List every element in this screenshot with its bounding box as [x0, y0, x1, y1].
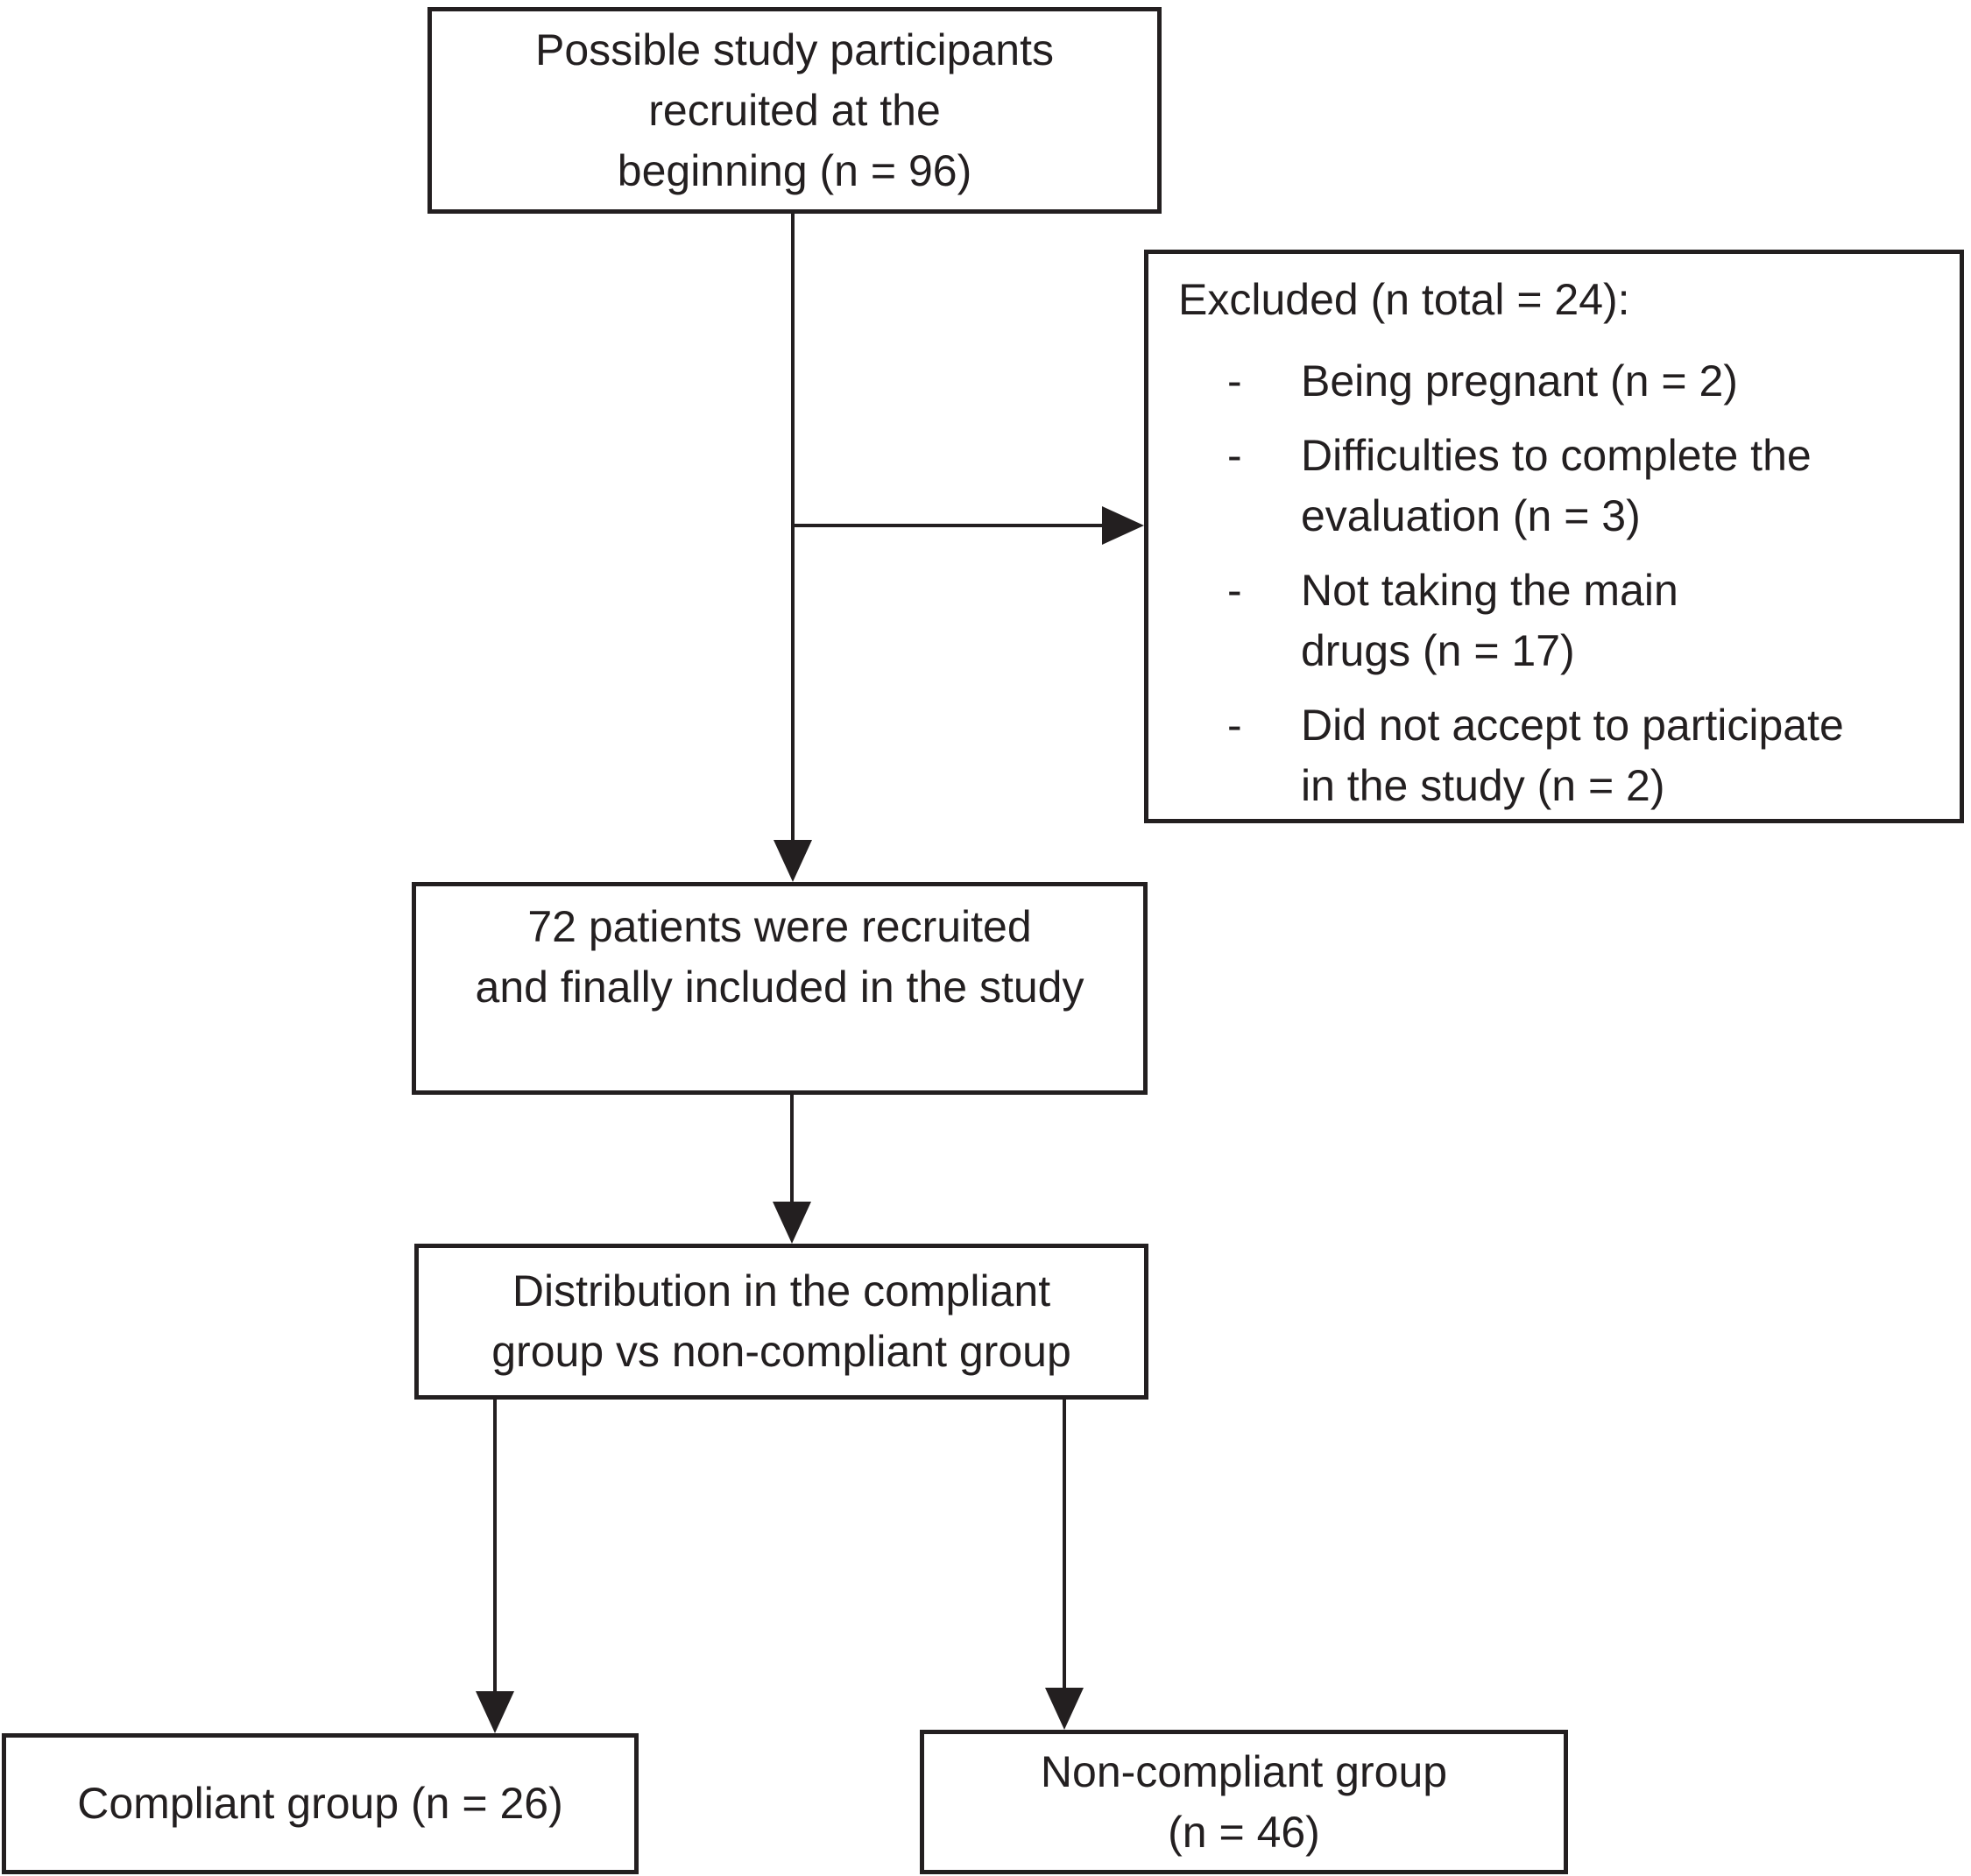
excluded-item-pregnant: - Being pregnant (n = 2) [1178, 351, 1942, 412]
excluded-item-text: Did not accept to participate in the stu… [1301, 701, 1844, 810]
arrow-distribution-to-compliant-head [476, 1691, 514, 1733]
arrow-included-to-distribution-head [773, 1202, 811, 1244]
arrow-recruited-to-included-line [791, 214, 795, 842]
arrow-branch-to-excluded-line [791, 524, 1102, 527]
arrow-distribution-to-noncompliant-line [1063, 1400, 1066, 1689]
arrow-recruited-to-included-head [774, 840, 812, 882]
arrow-branch-to-excluded-head [1102, 506, 1144, 545]
compliant-group-text: Compliant group (n = 26) [77, 1779, 563, 1828]
excluded-item-did-not-accept: - Did not accept to participate in the s… [1178, 695, 1942, 816]
excluded-content: Excluded (n total = 24): - Being pregnan… [1178, 270, 1942, 830]
excluded-item-not-taking-drugs: - Not taking the main drugs (n = 17) [1178, 561, 1942, 681]
bullet-dash: - [1227, 701, 1242, 750]
recruited-participants-text: Possible study participants recruited at… [535, 25, 1054, 195]
included-patients-box: 72 patients were recruited and finally i… [412, 882, 1148, 1095]
compliant-group-box: Compliant group (n = 26) [2, 1733, 639, 1874]
noncompliant-group-text: Non-compliant group (n = 46) [1040, 1746, 1448, 1857]
excluded-item-text: Not taking the main drugs (n = 17) [1301, 566, 1678, 675]
arrow-distribution-to-compliant-line [493, 1400, 497, 1693]
arrow-distribution-to-noncompliant-head [1045, 1688, 1084, 1730]
excluded-item-text: Difficulties to complete the evaluation … [1301, 431, 1812, 540]
distribution-text: Distribution in the compliant group vs n… [491, 1266, 1071, 1376]
included-patients-text: 72 patients were recruited and finally i… [475, 902, 1084, 1012]
bullet-dash: - [1227, 566, 1242, 615]
noncompliant-group-box: Non-compliant group (n = 46) [920, 1730, 1568, 1874]
recruited-participants-box: Possible study participants recruited at… [427, 7, 1162, 214]
bullet-dash: - [1227, 431, 1242, 480]
excluded-item-text: Being pregnant (n = 2) [1301, 356, 1738, 406]
arrow-included-to-distribution-line [790, 1095, 794, 1203]
excluded-box: Excluded (n total = 24): - Being pregnan… [1144, 250, 1964, 823]
distribution-box: Distribution in the compliant group vs n… [414, 1244, 1148, 1400]
bullet-dash: - [1227, 356, 1242, 406]
excluded-item-difficulties: - Difficulties to complete the evaluatio… [1178, 426, 1942, 547]
excluded-title: Excluded (n total = 24): [1178, 275, 1630, 324]
